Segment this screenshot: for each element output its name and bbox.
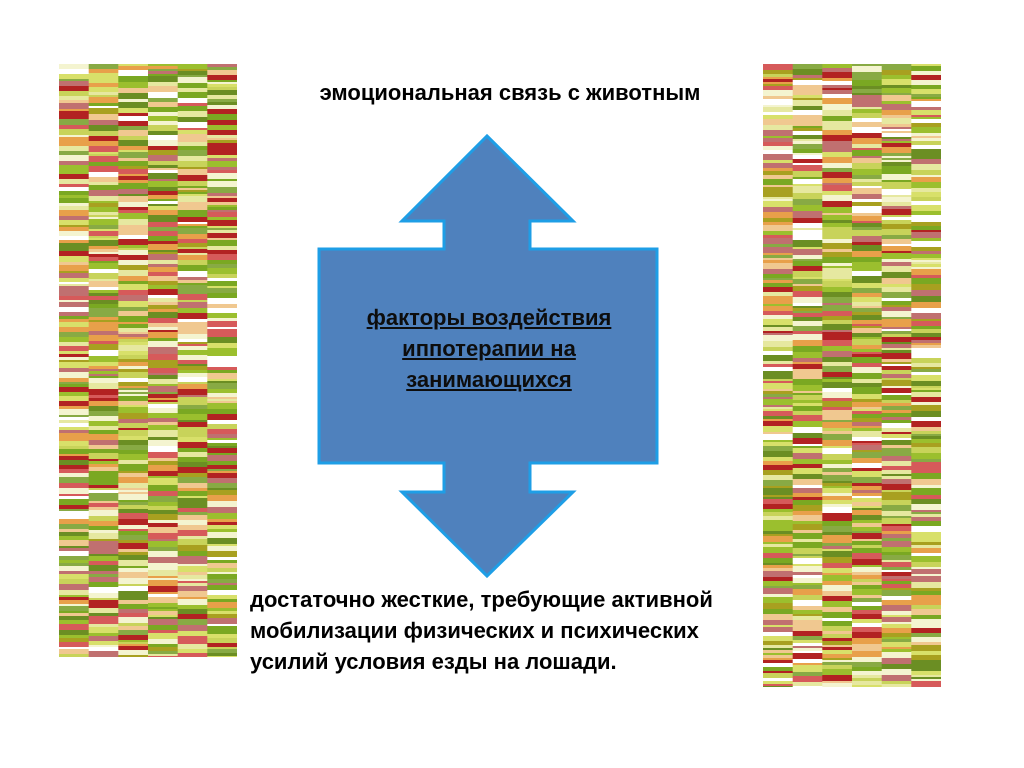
- decorative-pattern-right: [763, 64, 941, 687]
- decorative-pattern-left: [59, 64, 237, 657]
- bottom-caption: достаточно жесткие, требующие активной м…: [250, 587, 713, 674]
- up-down-arrow: [317, 133, 659, 579]
- top-caption: эмоциональная связь с животным: [319, 80, 701, 105]
- center-label: факторы воздействия иппотерапии на заним…: [366, 305, 612, 392]
